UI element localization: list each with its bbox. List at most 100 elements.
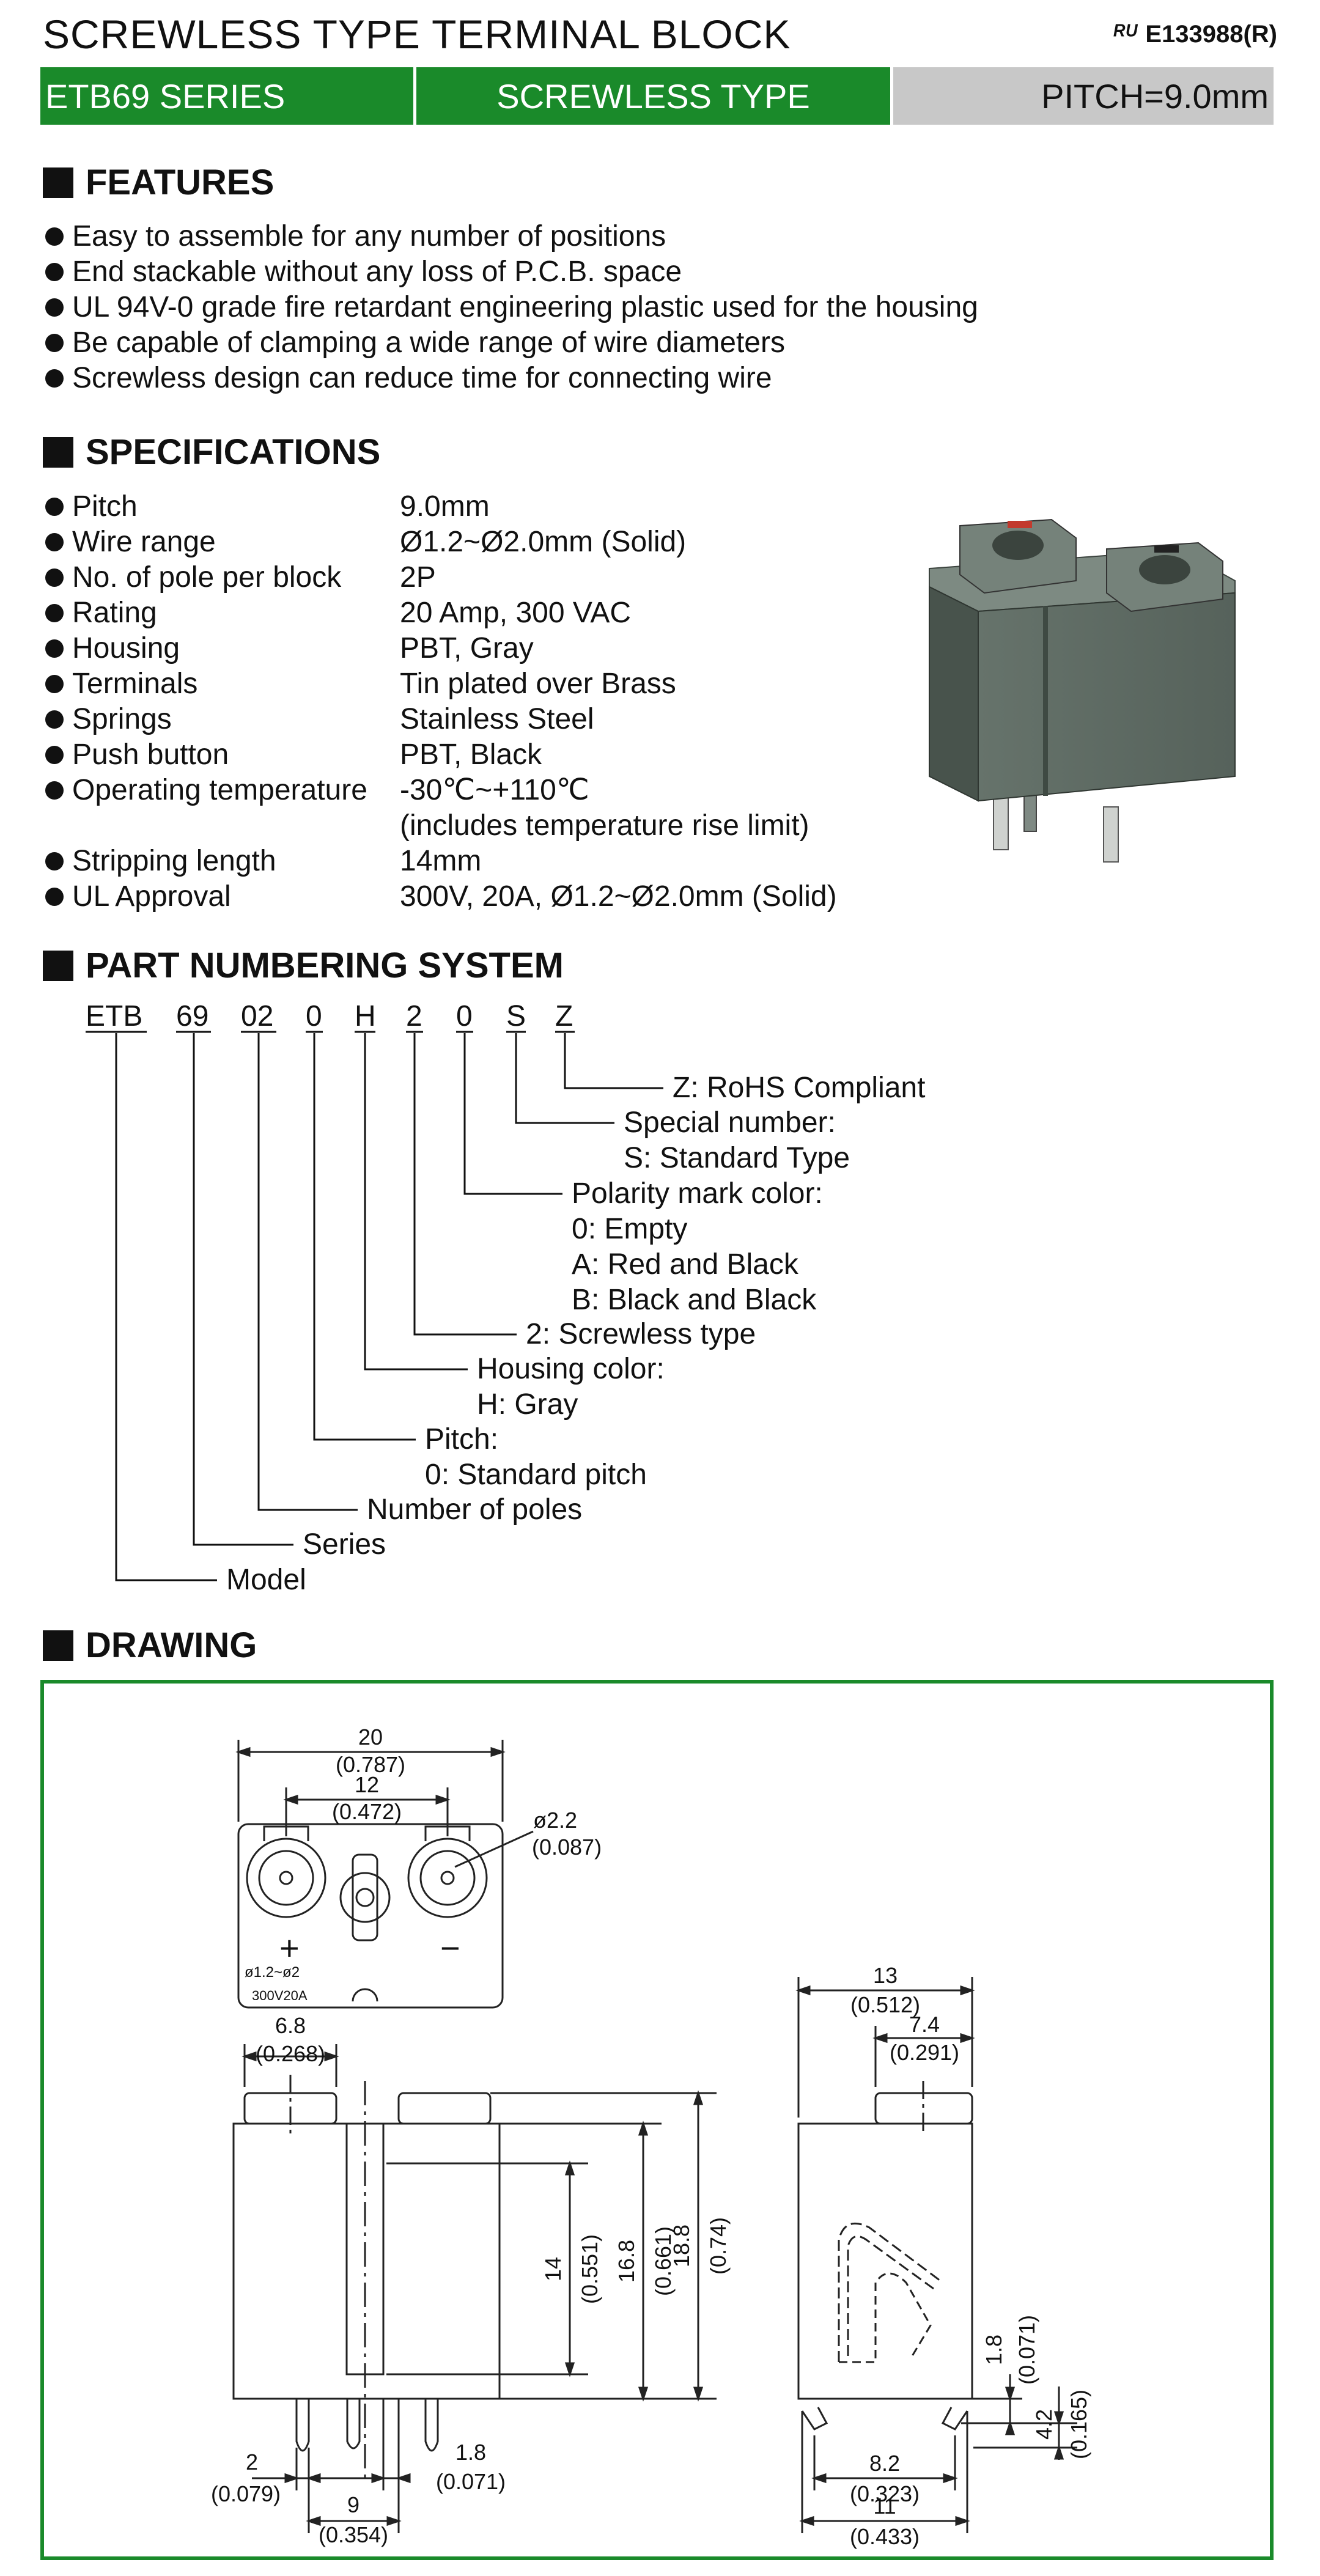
dim-label: (0.079) bbox=[211, 2481, 281, 2506]
list-item: UL 94V-0 grade fire retardant engineerin… bbox=[45, 290, 978, 325]
spec-key: UL Approval bbox=[72, 880, 231, 913]
dim-label: 2 bbox=[246, 2449, 258, 2475]
dim-label: (0.323) bbox=[850, 2481, 920, 2506]
code-segment: 0 bbox=[306, 1000, 322, 1032]
dim-label: (0.087) bbox=[532, 1834, 602, 1860]
code-segment: Z bbox=[555, 1000, 573, 1032]
part-numbering-heading: PART NUMBERING SYSTEM bbox=[43, 945, 564, 986]
dim-label: (0.512) bbox=[850, 1992, 920, 2017]
spec-key: Wire range bbox=[72, 526, 216, 558]
specifications-heading: SPECIFICATIONS bbox=[43, 432, 380, 473]
feature-text: Easy to assemble for any number of posit… bbox=[72, 220, 666, 252]
dim-label: 7.4 bbox=[909, 2012, 940, 2037]
code-segment: S bbox=[506, 1000, 526, 1032]
front-view bbox=[232, 2044, 717, 2533]
square-bullet-icon bbox=[43, 950, 73, 981]
spec-value: Stainless Steel bbox=[400, 703, 594, 735]
bullet-icon bbox=[45, 675, 64, 693]
bullet-icon bbox=[45, 639, 64, 658]
spec-key: Rating bbox=[72, 597, 157, 629]
bullet-icon bbox=[45, 888, 64, 906]
code-segment: ETB bbox=[86, 1000, 142, 1032]
dim-label: 13 bbox=[873, 1963, 898, 1988]
pn-label: Housing color: bbox=[477, 1353, 665, 1385]
dim-label: (0.551) bbox=[577, 2234, 602, 2304]
feature-text: Be capable of clamping a wide range of w… bbox=[72, 326, 785, 359]
bullet-icon bbox=[45, 746, 64, 764]
pn-label: Pitch: bbox=[425, 1423, 498, 1455]
spec-row: No. of pole per block 2P bbox=[45, 560, 837, 595]
code-segment: 02 bbox=[241, 1000, 273, 1032]
bullet-icon bbox=[45, 781, 64, 800]
dim-label: 9 bbox=[347, 2492, 359, 2517]
features-heading-text: FEATURES bbox=[86, 163, 275, 202]
dim-label: 6.8 bbox=[275, 2013, 306, 2038]
rating-mark: 300V20A bbox=[252, 1988, 308, 2003]
dim-label: (0.74) bbox=[706, 2217, 731, 2275]
dim-label: 1.8 bbox=[981, 2335, 1006, 2365]
spec-key: No. of pole per block bbox=[72, 561, 342, 594]
series-label: ETB69 SERIES bbox=[40, 67, 416, 125]
drawing-heading-text: DRAWING bbox=[86, 1625, 257, 1665]
ul-certification: ᴿᵁ E133988(R) bbox=[1112, 21, 1277, 48]
spec-key: Housing bbox=[72, 632, 180, 664]
dim-label: 1.8 bbox=[455, 2440, 486, 2465]
dim-label: 8.2 bbox=[869, 2451, 900, 2476]
wire-range-mark: ø1.2~ø2 bbox=[245, 1964, 300, 1981]
spec-row: Wire range Ø1.2~Ø2.0mm (Solid) bbox=[45, 524, 837, 560]
spec-value: 9.0mm bbox=[400, 490, 490, 523]
bullet-icon bbox=[45, 263, 64, 281]
dim-label: 11 bbox=[873, 2493, 896, 2519]
bullet-icon bbox=[45, 334, 64, 352]
dim-label: 16.8 bbox=[614, 2240, 639, 2283]
spec-value: 20 Amp, 300 VAC bbox=[400, 597, 631, 629]
bullet-icon bbox=[45, 227, 64, 246]
minus-mark: − bbox=[440, 1929, 460, 1967]
pn-label: Series bbox=[303, 1528, 386, 1561]
spec-value: 14mm bbox=[400, 845, 482, 877]
dim-label: (0.787) bbox=[336, 1752, 405, 1777]
spec-value: (includes temperature rise limit) bbox=[400, 809, 809, 842]
spec-row: (includes temperature rise limit) bbox=[45, 808, 837, 844]
bullet-icon bbox=[45, 852, 64, 870]
pn-label: B: Black and Black bbox=[572, 1284, 817, 1316]
spec-value: Ø1.2~Ø2.0mm (Solid) bbox=[400, 526, 687, 558]
spec-key: Operating temperature bbox=[72, 774, 367, 806]
plus-mark: + bbox=[279, 1929, 300, 1967]
spec-value: 300V, 20A, Ø1.2~Ø2.0mm (Solid) bbox=[400, 880, 837, 913]
square-bullet-icon bbox=[43, 436, 73, 468]
code-segment: 69 bbox=[176, 1000, 208, 1032]
bullet-icon bbox=[45, 533, 64, 551]
product-photo bbox=[929, 518, 1236, 863]
code-segment: H bbox=[355, 1000, 376, 1032]
spec-value: 2P bbox=[400, 561, 436, 594]
dim-label: (0.071) bbox=[436, 2469, 506, 2494]
ul-code: E133988(R) bbox=[1145, 21, 1277, 48]
pn-label: 0: Empty bbox=[572, 1213, 687, 1245]
spec-key: Push button bbox=[72, 738, 229, 771]
product-pins bbox=[993, 788, 1119, 863]
bullet-icon bbox=[45, 569, 64, 587]
dim-label: (0.165) bbox=[1066, 2390, 1091, 2459]
drawing-heading: DRAWING bbox=[43, 1625, 257, 1666]
pn-label: Special number: bbox=[624, 1106, 836, 1139]
dim-label: (0.291) bbox=[890, 2040, 959, 2065]
pn-label: 0: Standard pitch bbox=[425, 1459, 647, 1491]
dim-label: (0.071) bbox=[1014, 2315, 1039, 2385]
technical-drawing: 20 (0.787) 12 (0.472) ø2.2 (0.087) + − ø… bbox=[211, 1724, 1091, 2549]
list-item: Screwless design can reduce time for con… bbox=[45, 361, 978, 396]
pn-label: 2: Screwless type bbox=[526, 1318, 756, 1350]
dim-label: 4.2 bbox=[1031, 2409, 1056, 2440]
spec-key: Stripping length bbox=[72, 845, 276, 877]
dim-label: (0.268) bbox=[256, 2041, 325, 2066]
bullet-icon bbox=[45, 710, 64, 729]
type-label: SCREWLESS TYPE bbox=[416, 67, 893, 125]
dim-label: (0.472) bbox=[332, 1799, 402, 1824]
list-item: Be capable of clamping a wide range of w… bbox=[45, 325, 978, 361]
side-view bbox=[797, 1977, 1077, 2533]
